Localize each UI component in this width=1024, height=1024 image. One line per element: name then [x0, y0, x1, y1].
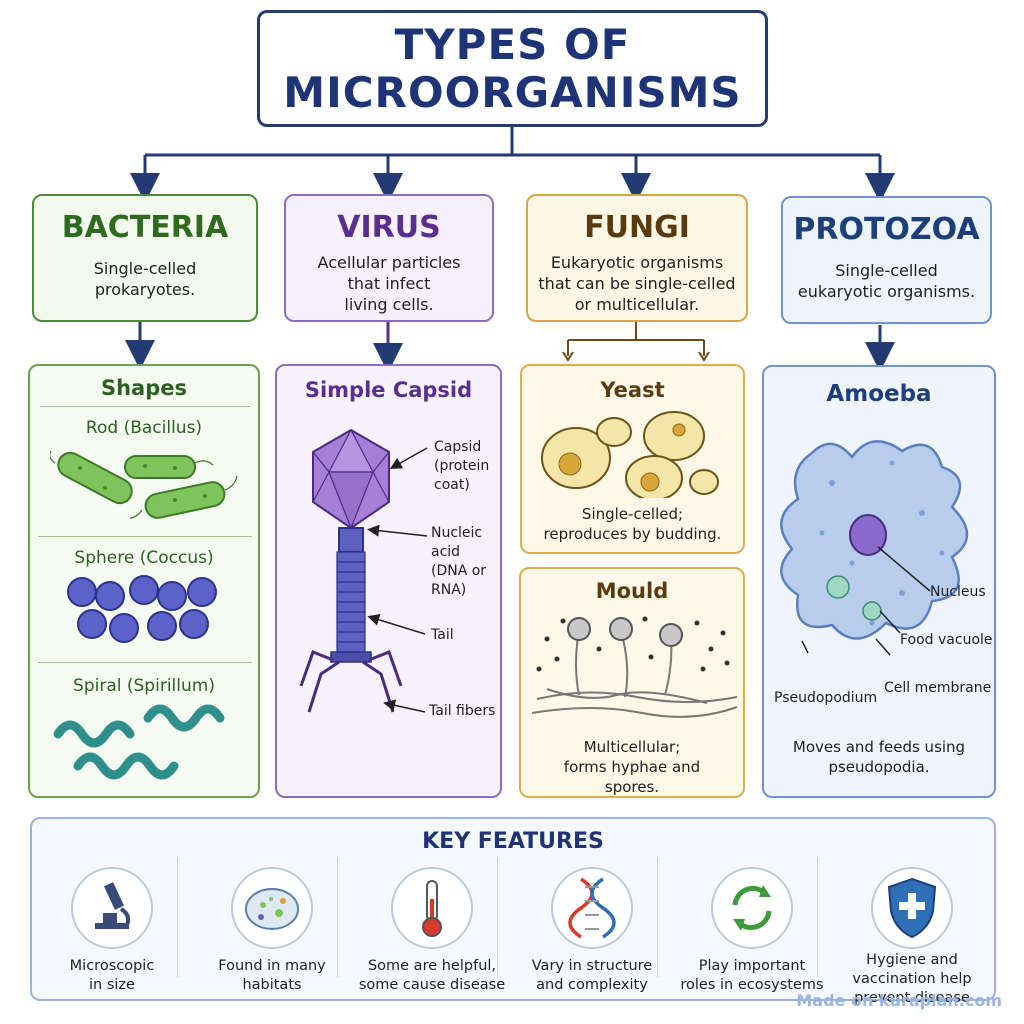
amoeba-panel: Amoeba Nucleus Food vacuole Cell membran…	[762, 365, 996, 798]
yeast-title: Yeast	[600, 378, 665, 402]
fungi-desc-2: that can be single-celled	[538, 274, 736, 293]
rod-bacteria-illustration	[50, 450, 238, 519]
yeast-panel: Yeast Single-celled;reproduces by buddin…	[520, 364, 745, 554]
shield-icon	[871, 867, 953, 949]
microscope-icon	[71, 867, 153, 949]
protozoa-desc-1: Single-celled	[835, 261, 938, 280]
mould-hyphae-illustration	[531, 616, 738, 718]
protozoa-desc-2: eukaryotic organisms.	[797, 282, 976, 301]
cell-membrane-label: Cell membrane	[884, 680, 992, 696]
tail-label: Tail	[431, 627, 454, 643]
title-box: TYPES OF MICROORGANISMS	[257, 10, 768, 127]
virus-desc-1: Acellular particles	[317, 253, 461, 272]
bacteria-desc-2: prokaryotes.	[94, 280, 196, 299]
tail-fibers-label: Tail fibers	[429, 703, 496, 719]
shapes-title: Shapes	[100, 376, 188, 400]
spiral-label: Spiral (Spirillum)	[73, 676, 215, 696]
fungi-heading: FUNGI	[584, 210, 690, 245]
protozoa-heading: PROTOZOA	[793, 212, 980, 247]
bacteria-shapes-panel: Shapes Rod (Bacillus) Sphere (Coccus) Sp…	[28, 364, 260, 798]
thermometer-icon	[391, 867, 473, 949]
fungi-card: FUNGI Eukaryotic organisms that can be s…	[526, 194, 748, 322]
virus-pointer-lines	[367, 447, 428, 713]
key-features-title: KEY FEATURES	[422, 829, 604, 854]
virus-card: VIRUS Acellular particles that infect li…	[284, 194, 494, 322]
bacteriophage-illustration	[299, 428, 403, 713]
food-vacuole-label: Food vacuole	[900, 632, 993, 648]
virus-desc-3: living cells.	[344, 295, 434, 314]
divider	[497, 857, 498, 977]
coccus-bacteria-illustration	[67, 575, 217, 643]
pseudopodium-label: Pseudopodium	[774, 690, 878, 706]
bacteria-desc-1: Single-celled	[93, 259, 197, 278]
dna-icon	[551, 867, 633, 949]
divider	[337, 857, 338, 977]
title-line-2: MICROORGANISMS	[283, 67, 742, 117]
bacteria-heading: BACTERIA	[61, 210, 229, 245]
rod-label: Rod (Bacillus)	[85, 418, 203, 438]
fungi-desc-1: Eukaryotic organisms	[550, 253, 724, 272]
divider	[38, 662, 252, 663]
divider	[817, 857, 818, 977]
spirillum-bacteria-illustration	[53, 704, 225, 780]
divider	[38, 536, 252, 537]
virus-desc-2: that infect	[347, 274, 431, 293]
sphere-label: Sphere (Coccus)	[74, 548, 214, 568]
virus-heading: VIRUS	[337, 210, 441, 245]
fungi-desc-3: or multicellular.	[574, 295, 700, 314]
amoeba-title: Amoeba	[826, 381, 932, 407]
yeast-desc: Single-celled;reproduces by budding.	[543, 505, 722, 543]
capsid-title: Simple Capsid	[304, 378, 473, 402]
amoeba-illustration	[780, 440, 969, 656]
title-line-1: TYPES OF	[394, 19, 631, 69]
protozoa-card: PROTOZOA Single-celled eukaryotic organi…	[781, 196, 992, 324]
divider	[40, 406, 250, 407]
bacteria-card: BACTERIA Single-celled prokaryotes.	[32, 194, 258, 322]
watermark: Made on kuraplan.com	[796, 991, 1002, 1010]
recycle-icon	[711, 867, 793, 949]
divider	[657, 857, 658, 977]
nucleus-label: Nucleus	[930, 584, 986, 600]
feature-item: Some are helpful,some cause disease	[352, 867, 512, 997]
mould-title: Mould	[595, 579, 669, 603]
petri-dish-icon	[231, 867, 313, 949]
divider	[177, 857, 178, 977]
yeast-cells-illustration	[541, 411, 719, 498]
